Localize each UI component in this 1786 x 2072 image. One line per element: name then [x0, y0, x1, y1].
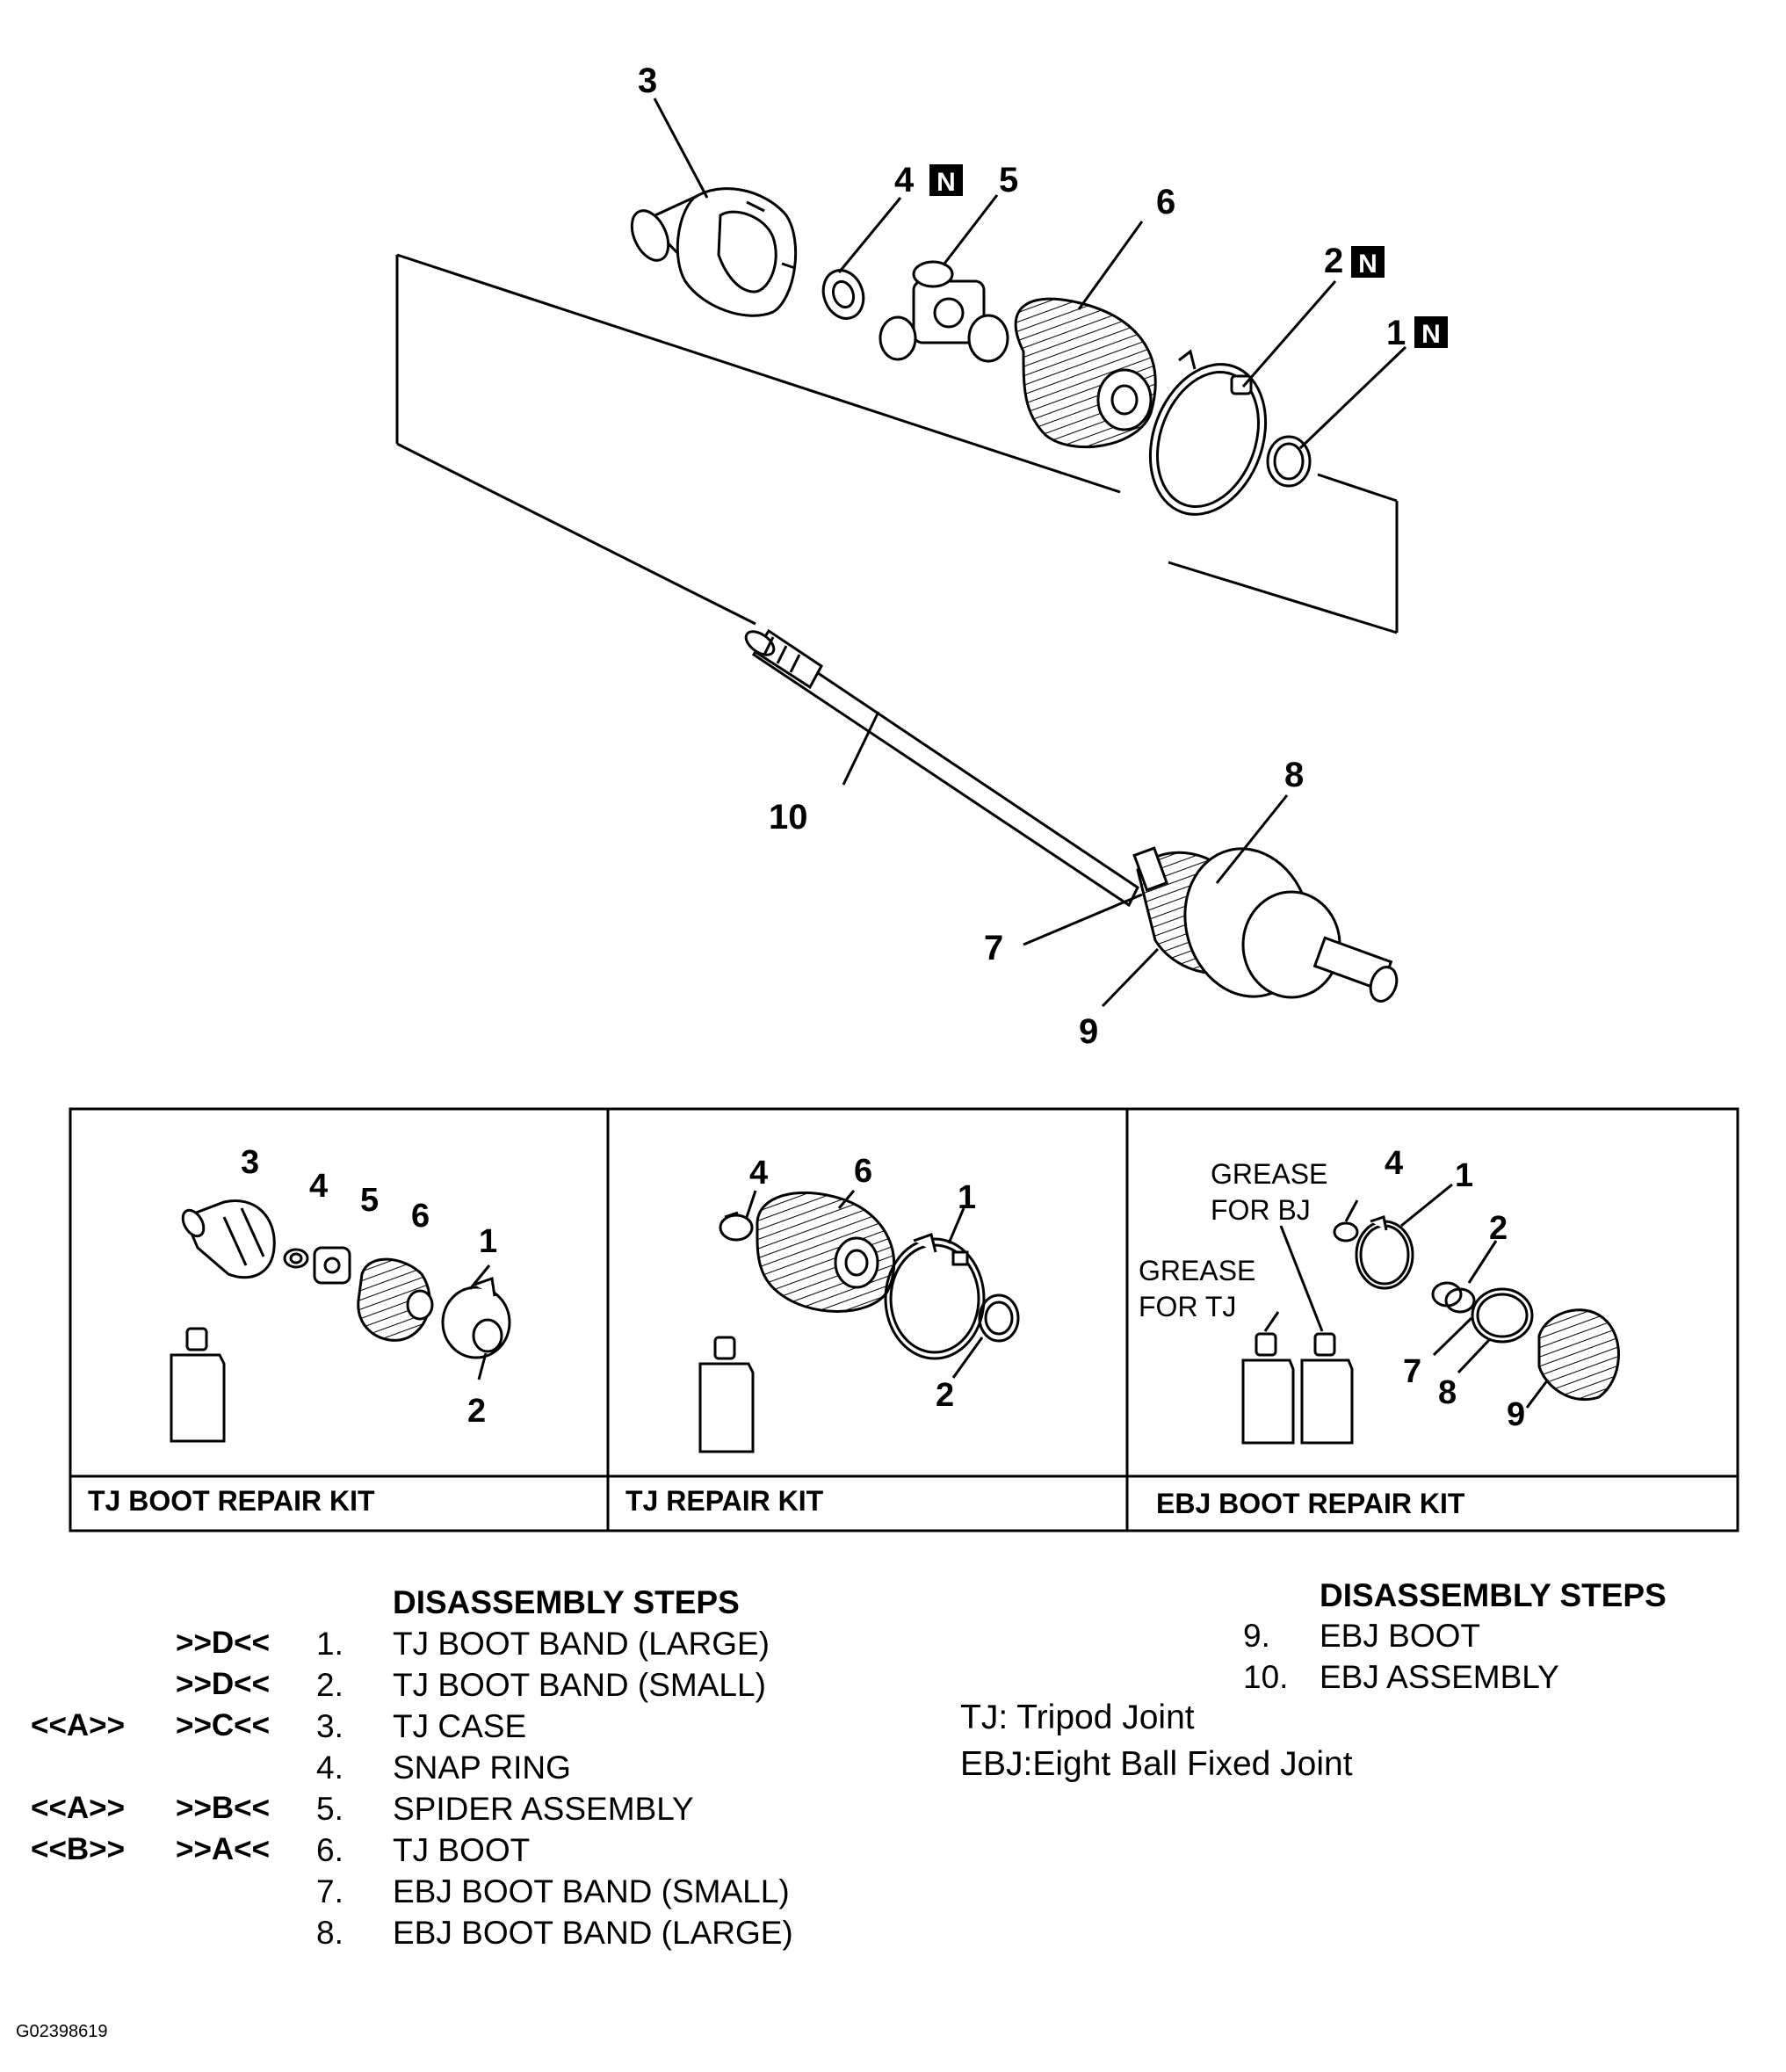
kit3-grease-bottle-bj	[1300, 1332, 1354, 1445]
kit3-label-9: 9	[1507, 1396, 1525, 1433]
step-3-text: TJ CASE	[393, 1708, 527, 1744]
kit1-labels: 3 4 5 6 1 2 TJ BOOT REPAIR KIT	[88, 1144, 497, 1517]
tj-boot-band-large-part	[1148, 349, 1268, 516]
kit1-title: TJ BOOT REPAIR KIT	[88, 1485, 375, 1517]
step-6-number: 6.	[316, 1832, 343, 1868]
kit3-label-8: 8	[1438, 1374, 1457, 1411]
step-1-ref-b: >>D<<	[176, 1626, 271, 1660]
figure-code: G02398619	[16, 2022, 108, 2041]
new-part-marker-1: N	[1414, 316, 1448, 349]
callout-7: 7	[984, 929, 1003, 967]
step-6-text: TJ BOOT	[393, 1832, 531, 1868]
callout-9: 9	[1079, 1012, 1098, 1051]
snap-ring-part	[821, 269, 865, 320]
step-2-number: 2.	[316, 1667, 343, 1703]
step-5-ref-b: >>B<<	[176, 1791, 271, 1825]
callout-2: 2	[1324, 242, 1343, 280]
step-3-ref-b: >>C<<	[176, 1708, 271, 1742]
step-5-number: 5.	[316, 1791, 343, 1827]
step-9-text: EBJ BOOT	[1320, 1618, 1480, 1654]
step-5-ref-a: <<A>>	[31, 1791, 126, 1825]
kit3-label-4: 4	[1385, 1145, 1403, 1182]
svg-text:N: N	[1421, 320, 1441, 349]
svg-text:N: N	[1358, 250, 1377, 279]
kit2-label-1: 1	[958, 1179, 976, 1216]
kit1-label-3: 3	[241, 1144, 259, 1181]
callout-8: 8	[1284, 756, 1304, 794]
tj-case-part	[630, 187, 798, 317]
kit3-parts	[1333, 1183, 1620, 1409]
kit3-grease-leaders	[1263, 1225, 1324, 1332]
grease-for-tj-line2: FOR TJ	[1139, 1291, 1236, 1322]
kit2-parts	[719, 1190, 1020, 1379]
legend-ebj: EBJ:Eight Ball Fixed Joint	[960, 1745, 1353, 1783]
kit2-label-2: 2	[936, 1377, 954, 1414]
step-2-text: TJ BOOT BAND (SMALL)	[393, 1667, 766, 1703]
grease-for-tj-line1: GREASE	[1139, 1255, 1255, 1286]
repair-kit-table	[69, 1107, 1739, 1532]
grease-for-bj-line2: FOR BJ	[1211, 1194, 1311, 1226]
kit1-label-1: 1	[479, 1223, 497, 1260]
kit2-title: TJ REPAIR KIT	[625, 1485, 824, 1517]
new-part-marker-2: N	[1351, 246, 1385, 279]
kit2-labels: 4 6 1 2 TJ REPAIR KIT	[625, 1153, 976, 1517]
callout-10: 10	[769, 798, 808, 837]
kit3-title: EBJ BOOT REPAIR KIT	[1156, 1488, 1465, 1519]
step-3-ref-a: <<A>>	[31, 1708, 126, 1742]
step-2-ref-b: >>D<<	[176, 1667, 271, 1701]
steps-right-heading: DISASSEMBLY STEPS	[1320, 1577, 1667, 1613]
callout-3: 3	[638, 62, 657, 100]
steps-left-heading: DISASSEMBLY STEPS	[393, 1584, 740, 1620]
step-7-text: EBJ BOOT BAND (SMALL)	[393, 1873, 790, 1909]
new-part-marker-4: N	[929, 164, 963, 197]
step-6-ref-a: <<B>>	[31, 1832, 126, 1866]
ebj-joint-part	[1132, 846, 1399, 1003]
step-4-text: SNAP RING	[393, 1750, 571, 1786]
spider-assembly-part	[879, 260, 1009, 363]
explode-frame	[395, 253, 1399, 634]
callout-1: 1	[1386, 314, 1406, 352]
step-6-ref-b: >>A<<	[176, 1832, 271, 1866]
kit2-label-4: 4	[749, 1155, 768, 1192]
tj-boot-part	[1014, 297, 1157, 449]
step-10-number: 10.	[1243, 1659, 1289, 1695]
step-9-number: 9.	[1243, 1618, 1270, 1654]
kit1-label-5: 5	[360, 1182, 379, 1219]
callout-4: 4	[894, 161, 915, 199]
kit1-label-4: 4	[309, 1168, 328, 1205]
kit1-parts	[181, 1199, 511, 1380]
kit1-label-2: 2	[467, 1393, 486, 1430]
kit3-label-1: 1	[1455, 1157, 1473, 1194]
step-5-text: SPIDER ASSEMBLY	[393, 1791, 694, 1827]
step-4-number: 4.	[316, 1750, 343, 1786]
step-3-number: 3.	[316, 1708, 343, 1744]
kit3-grease-bottle-tj	[1241, 1332, 1295, 1445]
kit2-label-6: 6	[854, 1153, 872, 1190]
ebj-shaft-part	[744, 628, 1139, 908]
step-1-text: TJ BOOT BAND (LARGE)	[393, 1626, 770, 1662]
kit1-grease-bottle	[170, 1327, 226, 1443]
leader-lines	[653, 98, 1407, 1008]
step-8-number: 8.	[316, 1915, 343, 1951]
callout-5: 5	[999, 161, 1018, 199]
step-7-number: 7.	[316, 1873, 343, 1909]
kit1-label-6: 6	[411, 1198, 430, 1235]
step-10-text: EBJ ASSEMBLY	[1320, 1659, 1559, 1695]
step-1-number: 1.	[316, 1626, 343, 1662]
kit2-grease-bottle	[698, 1336, 755, 1453]
svg-text:N: N	[936, 168, 956, 197]
callout-6: 6	[1156, 183, 1175, 221]
kit3-label-7: 7	[1403, 1353, 1421, 1390]
step-8-text: EBJ BOOT BAND (LARGE)	[393, 1915, 793, 1951]
kit3-labels: GREASE FOR BJ GREASE FOR TJ 4 1 2 7 8 9 …	[1139, 1145, 1525, 1519]
tj-boot-band-small-part	[1266, 435, 1312, 488]
main-callouts: 3 4 5 6 2 1 10 8 7 9	[638, 62, 1406, 1051]
grease-for-bj-line1: GREASE	[1211, 1158, 1327, 1190]
kit3-label-2: 2	[1489, 1210, 1508, 1247]
legend-tj: TJ: Tripod Joint	[960, 1699, 1195, 1736]
